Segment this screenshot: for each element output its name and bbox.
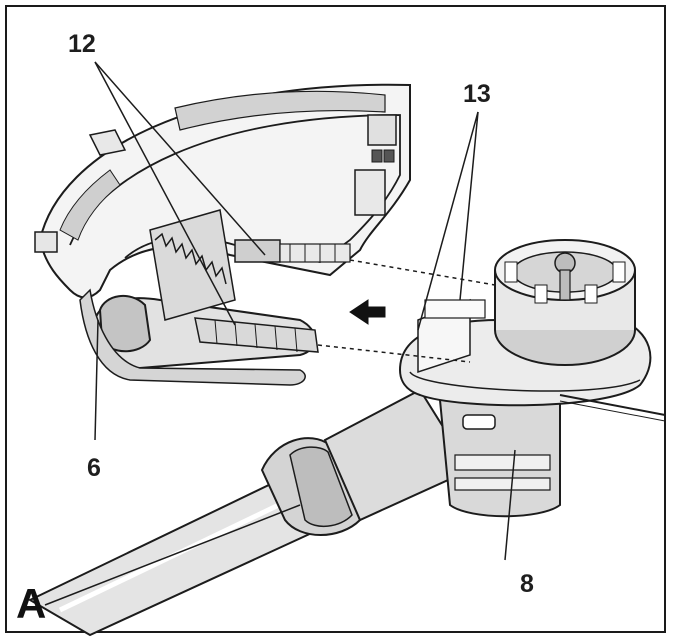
shaft xyxy=(27,388,472,637)
insert-direction-arrow xyxy=(349,299,386,325)
callout-6: 6 xyxy=(87,454,101,482)
spool-cap xyxy=(494,239,636,366)
trimmer-head-body xyxy=(438,399,561,518)
figure-letter: A xyxy=(16,580,46,627)
guard-base xyxy=(79,209,351,386)
callout-12: 12 xyxy=(68,30,96,58)
callout-8: 8 xyxy=(520,570,534,598)
leader-lines xyxy=(44,61,516,606)
alignment-guides xyxy=(317,259,496,363)
callout-13: 13 xyxy=(463,80,491,108)
